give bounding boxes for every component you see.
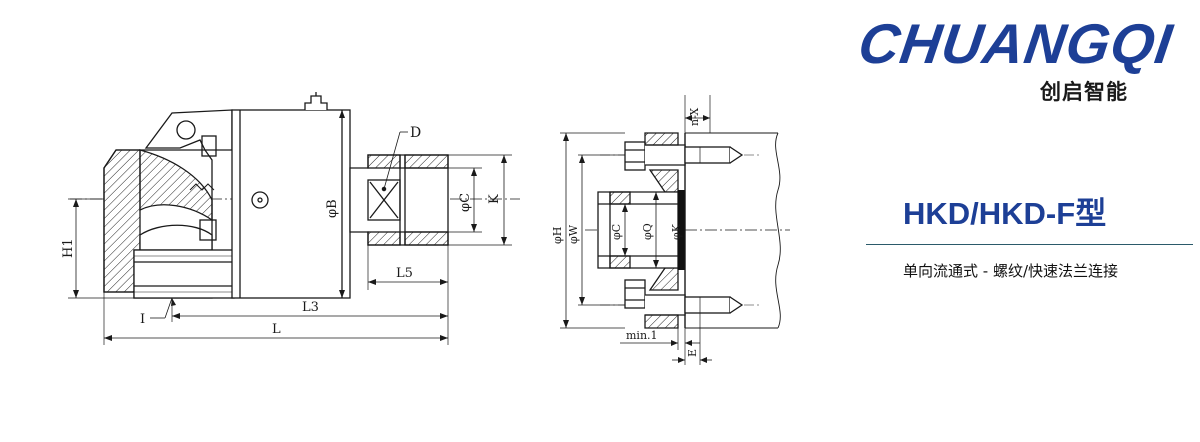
grease-nipple (304, 95, 328, 110)
flange-section-drawing (560, 95, 790, 365)
label-phi-b: φB (325, 199, 340, 218)
side-view-drawing (68, 92, 520, 345)
label-l3: L3 (302, 300, 319, 315)
divider (866, 244, 1193, 245)
label-i: I (140, 312, 145, 327)
product-model: HKD/HKD-F型 (903, 196, 1107, 231)
label-e: E (686, 349, 699, 357)
brand-name-cn: 创启智能 (1040, 80, 1128, 104)
label-min-1: min.1 (626, 329, 658, 342)
label-n-x: n-X (688, 108, 701, 126)
label-phi-c-flange: φC (610, 224, 623, 240)
label-l: L (272, 322, 281, 337)
bolt-head-bottom (624, 279, 646, 309)
label-phi-q: φQ (641, 223, 654, 240)
label-phi-w: φW (567, 224, 580, 244)
product-description: 单向流通式 - 螺纹/快速法兰连接 (903, 262, 1119, 280)
label-k: K (487, 194, 502, 204)
brand-name: CHUANGQI (854, 12, 1177, 75)
rotor-body (231, 109, 351, 299)
label-h1: H1 (61, 238, 76, 258)
label-phi-h: φH (551, 227, 564, 244)
label-phi-k-flange: φK (670, 223, 683, 240)
bolt-head-top (624, 141, 646, 171)
label-phi-c: φC (458, 193, 473, 212)
body-port (251, 191, 269, 209)
label-l5: L5 (396, 266, 413, 281)
brand-logo: CHUANGQI 创启智能 (854, 12, 1185, 104)
label-d: D (410, 125, 421, 141)
mounting-bracket (144, 109, 233, 151)
